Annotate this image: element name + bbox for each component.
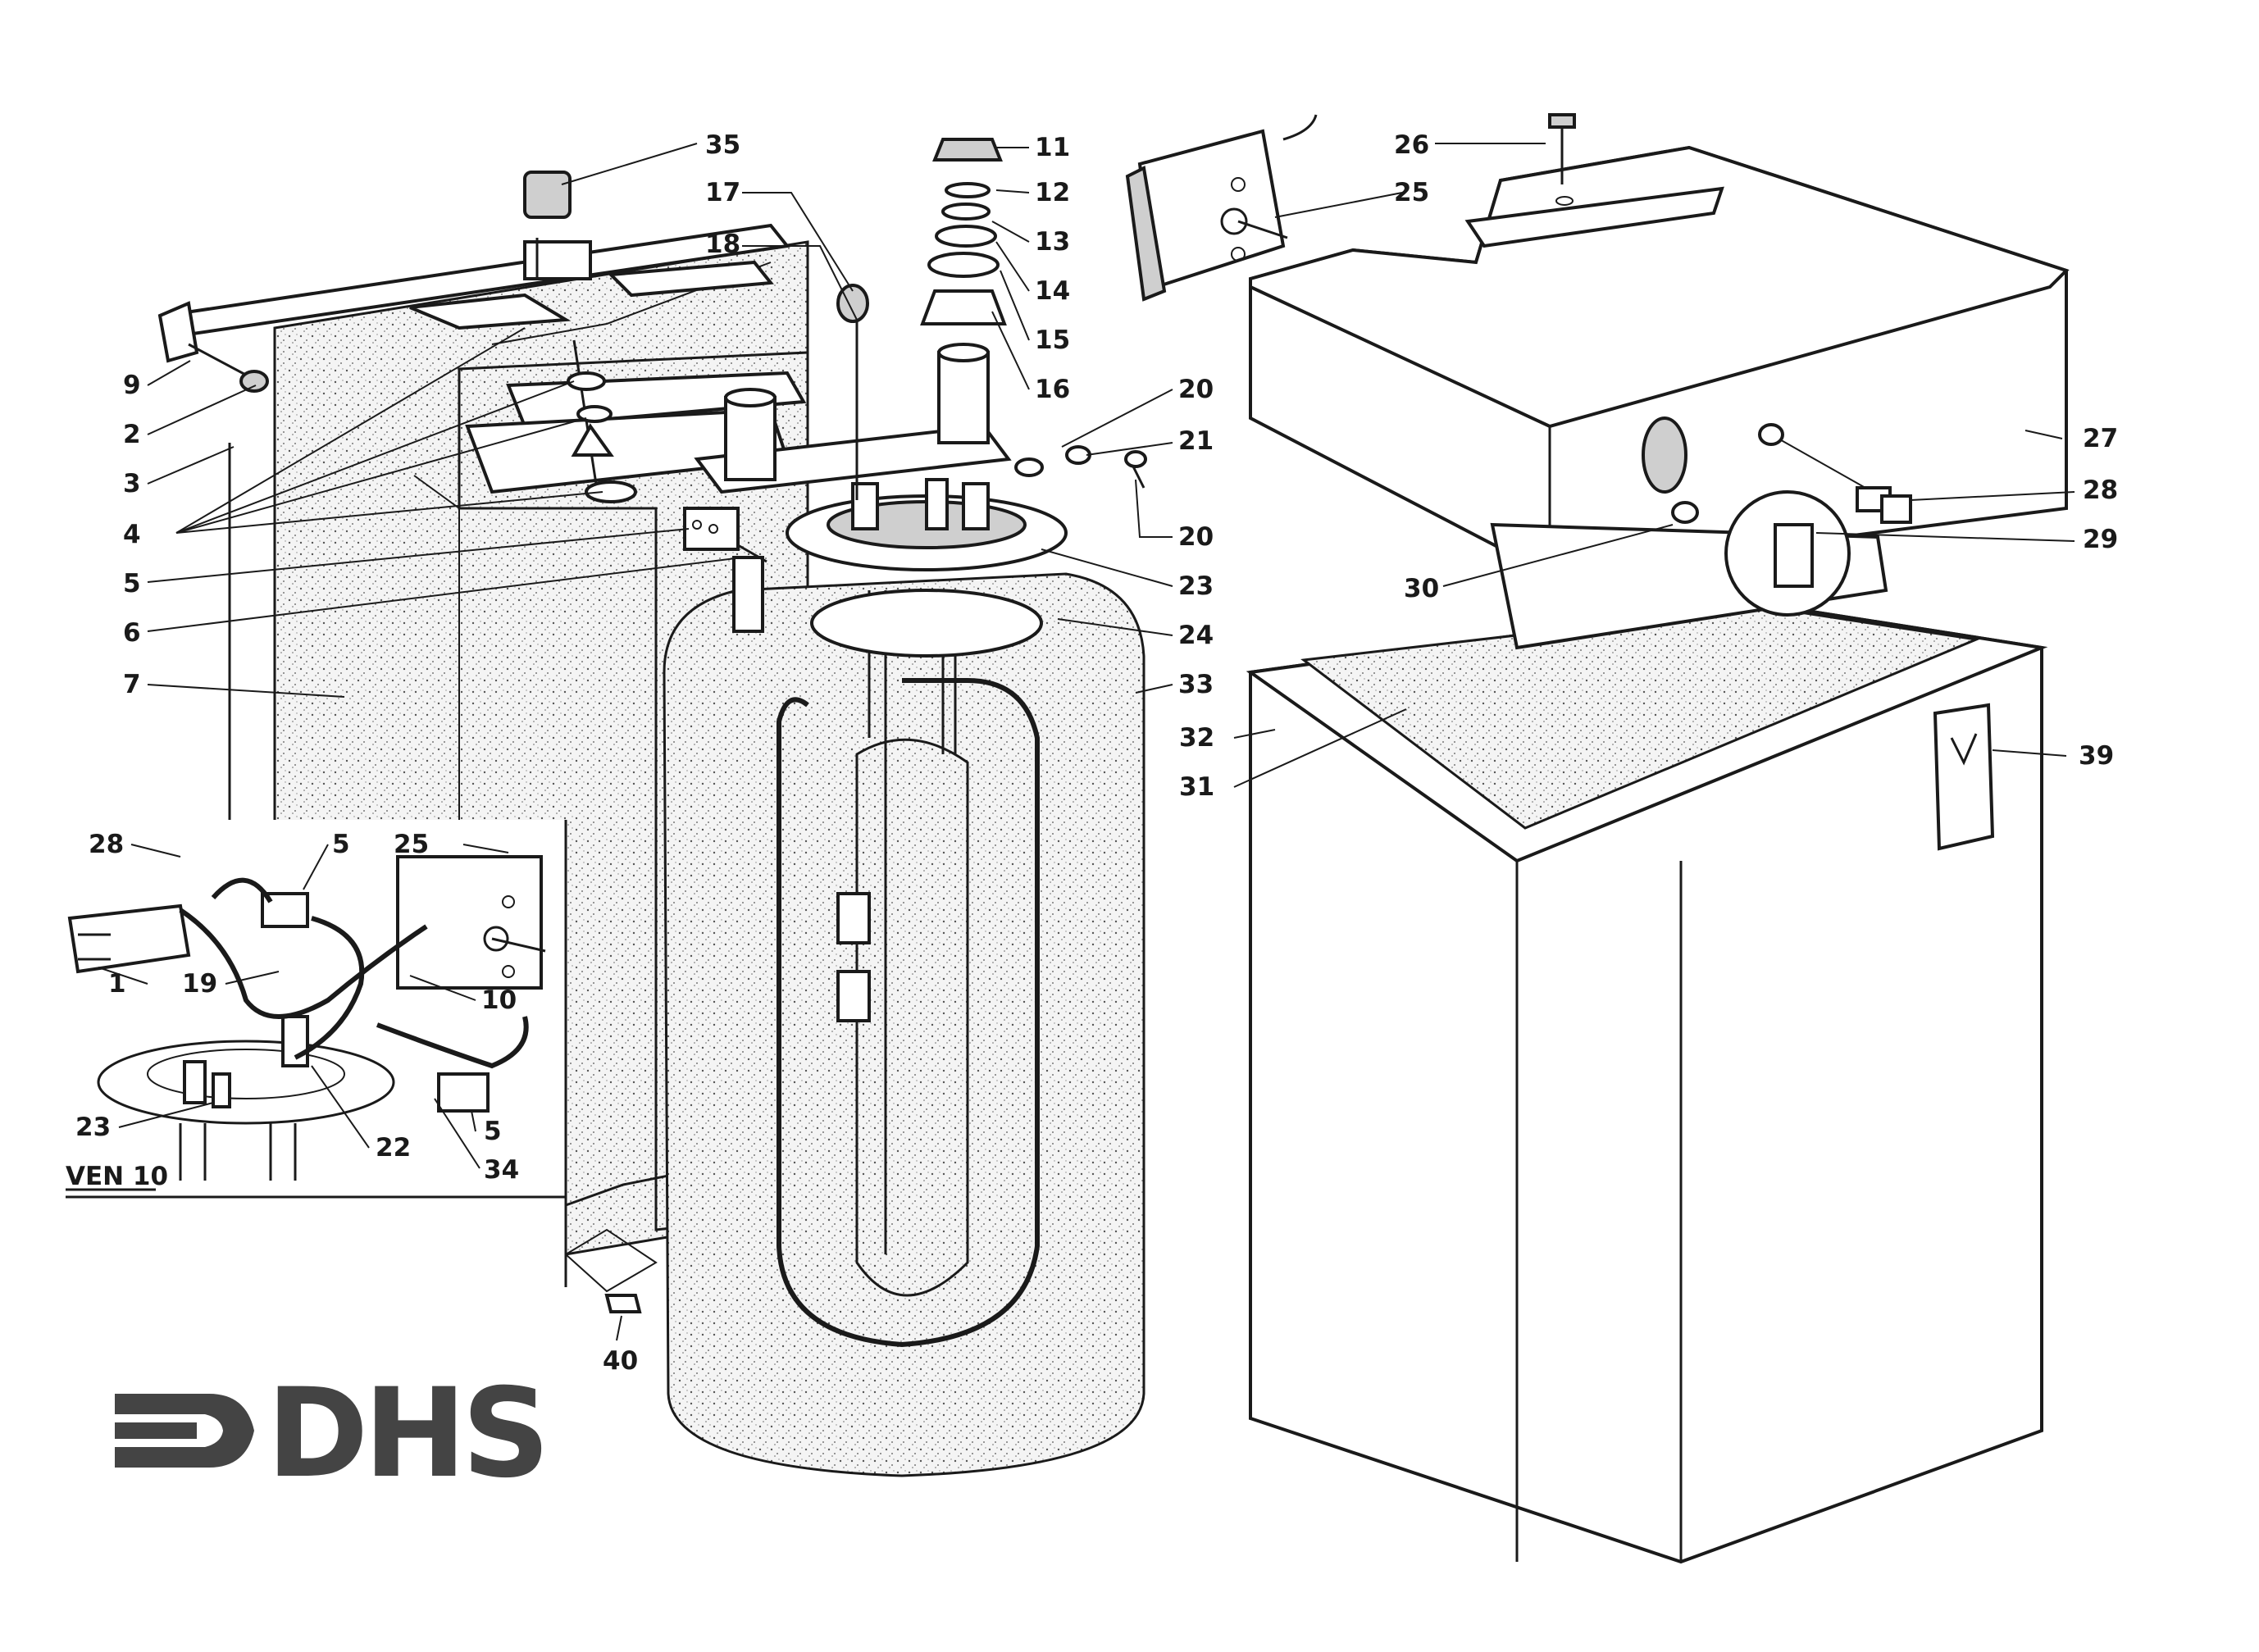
bottom-clip (565, 1228, 658, 1313)
callout-27: 27 (2083, 424, 2118, 453)
callout-20-lower: 20 (1178, 522, 1214, 552)
callout-2: 2 (123, 420, 141, 449)
callout-30: 30 (1404, 574, 1439, 603)
callout-9: 9 (123, 371, 141, 400)
callout-31: 31 (1179, 772, 1214, 802)
callout-3: 3 (123, 469, 141, 498)
bracket-studs (188, 171, 637, 503)
callout-33: 33 (1178, 670, 1214, 699)
housing-cover (1249, 145, 2070, 576)
callout-5-main: 5 (123, 569, 141, 598)
thermostat-box (1125, 114, 1318, 302)
inset-caption: VEN 10 (66, 1162, 168, 1191)
callout-23-inset: 23 (75, 1113, 111, 1142)
callout-17: 17 (705, 178, 740, 207)
callout-14: 14 (1035, 276, 1070, 306)
callout-28-inset: 28 (89, 830, 124, 859)
valve-assembly (694, 138, 1147, 500)
callout-16: 16 (1035, 375, 1070, 404)
callout-15: 15 (1035, 325, 1070, 355)
callout-40: 40 (603, 1346, 638, 1376)
callout-19: 19 (182, 969, 217, 999)
callout-13: 13 (1035, 227, 1070, 257)
housing-body (1246, 416, 2048, 1564)
callout-6: 6 (123, 618, 141, 648)
callout-25-inset: 25 (394, 830, 429, 859)
callout-5-inset-top: 5 (332, 830, 350, 859)
callout-24: 24 (1178, 621, 1214, 650)
callout-7: 7 (123, 670, 141, 699)
dhs-logo: DHS (115, 1363, 550, 1505)
callout-11: 11 (1035, 133, 1070, 162)
brand-text: DHS (266, 1363, 545, 1505)
callout-4: 4 (123, 520, 141, 549)
callout-23-tank: 23 (1178, 571, 1214, 601)
callout-5-inset-bottom: 5 (484, 1117, 502, 1146)
callout-35: 35 (705, 130, 740, 160)
callout-18: 18 (705, 230, 740, 259)
callout-25-main: 25 (1394, 178, 1429, 207)
callout-1: 1 (108, 969, 126, 999)
water-tank (663, 478, 1145, 1477)
callout-34: 34 (484, 1155, 519, 1185)
callout-28-main: 28 (2083, 476, 2118, 505)
wiring-inset (66, 820, 567, 1287)
callout-labels: 35 11 12 13 14 15 16 17 18 20 21 20 23 2… (66, 130, 2118, 1376)
top-screw (1548, 113, 1576, 206)
callout-29: 29 (2083, 525, 2118, 554)
dhs-logo-mark (115, 1394, 254, 1468)
callout-21: 21 (1178, 426, 1214, 456)
callout-32: 32 (1179, 723, 1214, 753)
callout-10: 10 (481, 985, 517, 1015)
leader-lines (98, 143, 2075, 1341)
callout-39: 39 (2079, 741, 2114, 771)
callout-22: 22 (376, 1133, 411, 1163)
callout-26: 26 (1394, 130, 1429, 160)
callout-12: 12 (1035, 178, 1070, 207)
callout-20-upper: 20 (1178, 375, 1214, 404)
